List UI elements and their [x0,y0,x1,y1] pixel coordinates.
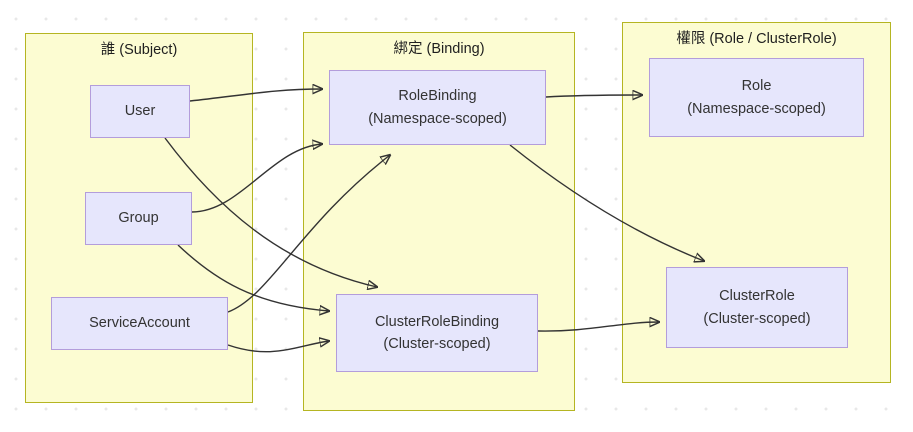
node-clusterrole[interactable]: ClusterRole (Cluster-scoped) [666,267,848,348]
node-service-account-line1: ServiceAccount [89,315,190,332]
node-service-account[interactable]: ServiceAccount [51,297,228,350]
node-clusterrole-line1: ClusterRole [719,288,795,305]
node-user[interactable]: User [90,85,190,138]
node-clusterrole-line2: (Cluster-scoped) [703,310,811,327]
node-role[interactable]: Role (Namespace-scoped) [649,58,864,137]
node-rolebinding-line1: RoleBinding [398,88,477,105]
node-role-line2: (Namespace-scoped) [687,100,826,117]
node-rolebinding-line2: (Namespace-scoped) [368,110,507,127]
node-clusterrolebinding-line2: (Cluster-scoped) [383,336,491,352]
node-group[interactable]: Group [85,192,192,245]
node-rolebinding[interactable]: RoleBinding (Namespace-scoped) [329,70,546,145]
node-group-line1: Group [118,210,159,227]
group-subject-label: 誰 (Subject) [100,42,178,58]
group-permission-label: 權限 (Role / ClusterRole) [676,31,837,47]
node-clusterrolebinding[interactable]: ClusterRoleBinding (Cluster-scoped) [336,294,538,372]
group-binding-label: 綁定 (Binding) [393,41,485,57]
node-clusterrolebinding-line1: ClusterRoleBinding [374,313,500,330]
node-role-line1: Role [741,78,772,95]
node-user-line1: User [124,103,156,120]
